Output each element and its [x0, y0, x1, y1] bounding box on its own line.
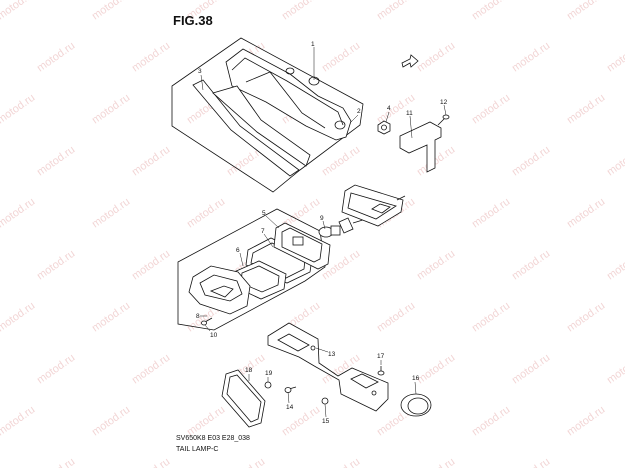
nut: [377, 120, 391, 135]
part-number: 4: [387, 105, 391, 112]
round-reflector: [400, 393, 432, 417]
housing-6: [273, 222, 331, 270]
figure-title: FIG.38: [173, 13, 213, 28]
nut-19: [264, 381, 272, 389]
part-number: 14: [286, 404, 294, 411]
upper-group-outline: [171, 37, 364, 193]
front-arrow-icon: [401, 54, 419, 68]
tail-lamp-cover: [225, 48, 352, 141]
lens-strip: [192, 79, 311, 177]
bracket: [399, 121, 442, 173]
leader-lines: [200, 47, 447, 418]
part-number: 18: [245, 367, 253, 374]
part-number: 17: [377, 353, 385, 360]
part-number: 15: [322, 418, 330, 425]
part-number: 11: [406, 110, 413, 117]
lens-unit: [188, 265, 251, 315]
part-number: 8: [196, 313, 200, 320]
part-number: 13: [328, 351, 336, 358]
bulb: [318, 225, 341, 238]
lamp-base-plate: [341, 184, 406, 227]
reflector: [221, 369, 266, 428]
part-number: 5: [262, 210, 266, 217]
lower-bracket: [267, 322, 389, 412]
figure-caption: TAIL LAMP-C: [176, 446, 219, 453]
part-number: 7: [261, 228, 265, 235]
part-number: 2: [357, 108, 361, 115]
part-number: 1: [311, 41, 315, 48]
part-number: 3: [198, 68, 202, 75]
part-number: 9: [320, 215, 324, 222]
part-number: 16: [412, 375, 420, 382]
lower-group-outline: [177, 208, 326, 331]
nut-15: [321, 397, 329, 405]
figure-code: SV650K8 E03 E28_038: [176, 435, 250, 442]
bolt-14: [284, 386, 297, 393]
part-number: 19: [265, 370, 273, 377]
part-number: 6: [236, 247, 240, 254]
socket: [338, 217, 367, 234]
screw-12: [437, 114, 450, 126]
part-number: 12: [440, 99, 448, 106]
part-numbers: 1 2 3 4 5 6 7 8 9 10 11 12 13 14 15 16 1…: [196, 41, 448, 425]
screw-17: [377, 366, 385, 376]
screw-10: [201, 317, 213, 326]
part-number: 10: [210, 332, 218, 339]
